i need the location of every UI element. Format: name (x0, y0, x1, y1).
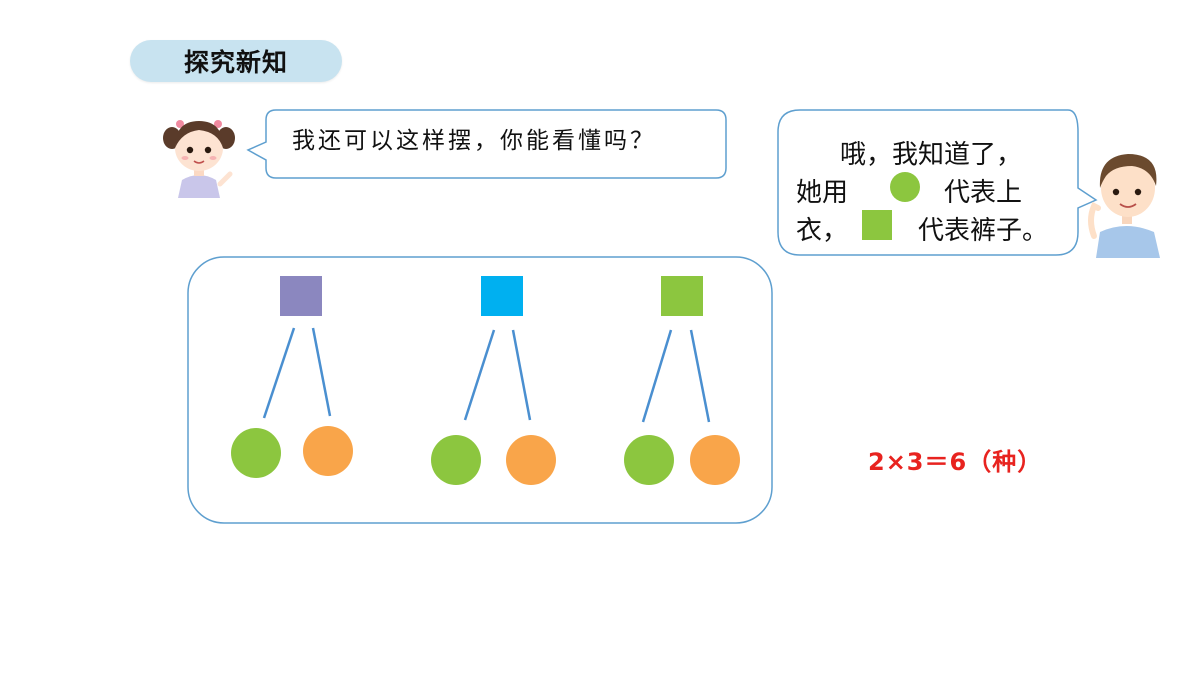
square-purple-icon (280, 276, 322, 316)
boy-speech-line-2-pre: 她用 (796, 178, 849, 208)
girl-character-icon (163, 120, 235, 198)
branch-line (511, 329, 532, 421)
boy-speech-text: 哦，我知道了， 她用 代表上 衣， 代表裤子。 (796, 136, 1066, 250)
boy-speech-line-3-pre: 衣， (796, 216, 849, 246)
boy-speech-line-2-post: 代表上 (944, 178, 1023, 208)
section-title-pill: 探究新知 (130, 40, 342, 82)
branch-line (262, 327, 296, 419)
circle-orange-icon (690, 435, 740, 485)
boy-speech-bubble (777, 109, 1098, 256)
circle-orange-icon (506, 435, 556, 485)
formula-text: 2×3＝6（种） (868, 448, 1043, 476)
girl-speech-text: 我还可以这样摆，你能看懂吗？ (292, 128, 656, 154)
branch-line (689, 329, 711, 423)
boy-speech-line-3-post: 代表裤子。 (918, 216, 1049, 246)
boy-character-icon (1088, 154, 1160, 258)
girl-speech-bubble (246, 109, 727, 179)
circle-orange-icon (303, 426, 353, 476)
circle-green-icon (624, 435, 674, 485)
boy-speech-line-3: 衣， 代表裤子。 (796, 212, 1066, 250)
legend-green-circle-icon (890, 172, 920, 202)
boy-speech-line-2: 她用 代表上 (796, 174, 1066, 212)
branch-line (463, 329, 496, 421)
branch-line (311, 327, 332, 417)
diagram-frame (187, 256, 773, 524)
square-green-icon (661, 276, 703, 316)
section-title: 探究新知 (183, 48, 288, 77)
circle-green-icon (431, 435, 481, 485)
square-blue-icon (481, 276, 523, 316)
legend-green-square-icon (862, 210, 892, 240)
branch-line (641, 329, 673, 423)
circle-green-icon (231, 428, 281, 478)
boy-speech-line-1: 哦，我知道了， (840, 140, 1023, 170)
